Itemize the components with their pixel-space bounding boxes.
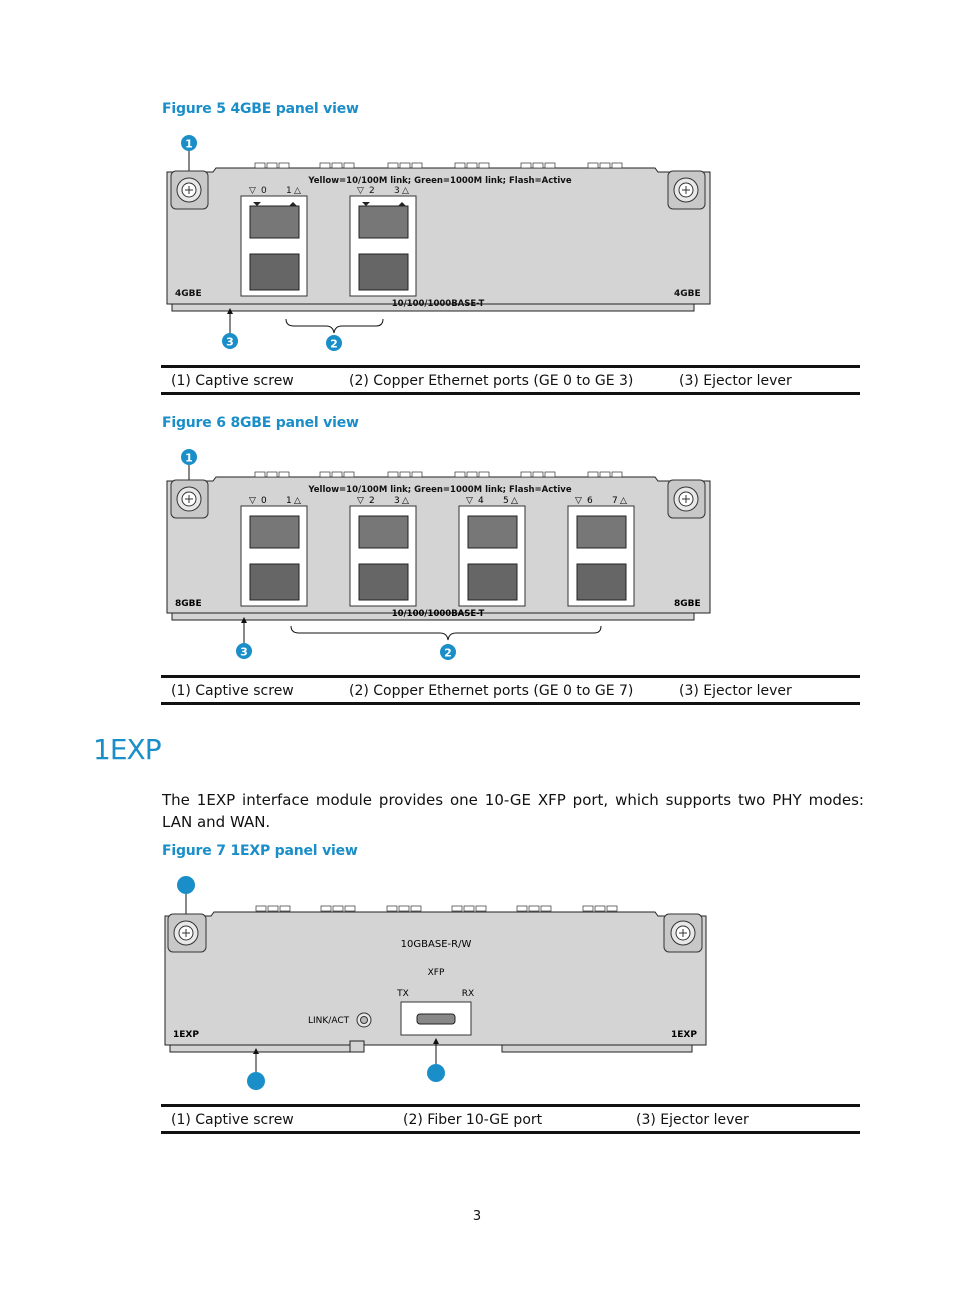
model-label-right: 4GBE (674, 289, 701, 299)
link-act-label: LINK/ACT (308, 1016, 350, 1026)
port-number: 1 (286, 496, 292, 506)
port-type-label: 10/100/1000BASE-T (392, 299, 485, 309)
svg-text:△: △ (402, 186, 409, 196)
svg-text:3: 3 (240, 646, 248, 659)
port-number: 6 (587, 496, 593, 506)
figure-6-title: Figure 6 8GBE panel view (162, 415, 359, 431)
captive-screw-right (663, 913, 703, 953)
svg-text:1: 1 (185, 138, 193, 151)
model-label-left: 1EXP (173, 1030, 199, 1040)
port-number: 4 (478, 496, 484, 506)
rj45-port-pair (349, 505, 417, 607)
legend-item: (2) Fiber 10-GE port (403, 1112, 543, 1128)
rj45-port-pair (240, 505, 308, 607)
page-number: 3 (472, 1209, 482, 1224)
captive-screw-right (667, 170, 706, 210)
figure-5-diagram: 1 Yellow=10/100M link; Green=1000M (166, 135, 711, 351)
port-number: 3 (394, 496, 400, 506)
led-legend: Yellow=10/100M link; Green=1000M link; F… (307, 176, 571, 186)
svg-text:2: 2 (330, 338, 338, 351)
legend-item: (1) Captive screw (171, 373, 294, 389)
led-legend: Yellow=10/100M link; Green=1000M link; F… (307, 485, 571, 495)
captive-screw-left (170, 170, 209, 210)
legend-item: (2) Copper Ethernet ports (GE 0 to GE 3) (349, 373, 634, 389)
callout-3: 3 (236, 617, 252, 659)
xfp-label: XFP (428, 968, 445, 978)
figure-6-legend: (1) Captive screw (2) Copper Ethernet po… (161, 675, 860, 705)
figure-5-legend: (1) Captive screw (2) Copper Ethernet po… (161, 365, 860, 395)
figure-7-title: Figure 7 1EXP panel view (162, 843, 358, 859)
model-label-left: 8GBE (175, 599, 202, 609)
model-label-left: 4GBE (175, 289, 202, 299)
rj45-port-pair (240, 195, 308, 297)
svg-text:△: △ (294, 186, 301, 196)
rj45-port-pair (458, 505, 526, 607)
port-number: 3 (394, 186, 400, 196)
module-panel: 10GBASE-R/W XFP TX RX LINK/ACT 1EXP 1EXP (164, 905, 707, 1053)
port-number: 2 (369, 496, 375, 506)
xfp-port (400, 1001, 472, 1036)
callout-3 (247, 1048, 265, 1090)
svg-text:1: 1 (185, 452, 193, 465)
figure-6-diagram: 1 Yellow=10/100M link; Green=1000M link;… (166, 449, 711, 660)
port-number: 7 (612, 496, 618, 506)
model-label-right: 8GBE (674, 599, 701, 609)
svg-text:▽: ▽ (249, 186, 256, 196)
legend-item: (1) Captive screw (171, 683, 294, 699)
legend-item: (1) Captive screw (171, 1112, 294, 1128)
svg-text:▽: ▽ (575, 496, 582, 506)
module-panel: Yellow=10/100M link; Green=1000M link; F… (166, 162, 711, 312)
section-paragraph: The 1EXP interface module provides one 1… (162, 791, 864, 831)
port-type-label: 10/100/1000BASE-T (392, 609, 485, 619)
captive-screw-left (170, 479, 209, 519)
callout-3: 3 (222, 308, 238, 349)
rj45-port-pair (567, 505, 635, 607)
svg-text:▽: ▽ (357, 496, 364, 506)
svg-text:3: 3 (226, 336, 234, 349)
rj45-port-pair (349, 195, 417, 297)
svg-text:△: △ (511, 496, 518, 506)
callout-1 (177, 876, 195, 920)
callout-2 (427, 1038, 445, 1082)
captive-screw-right (667, 479, 706, 519)
legend-item: (2) Copper Ethernet ports (GE 0 to GE 7) (349, 683, 634, 699)
svg-text:▽: ▽ (357, 186, 364, 196)
captive-screw-left (167, 913, 207, 953)
port-type-label: 10GBASE-R/W (401, 939, 472, 950)
svg-text:▽: ▽ (249, 496, 256, 506)
callout-2: 2 (440, 644, 456, 660)
legend-item: (3) Ejector lever (679, 373, 792, 389)
svg-text:△: △ (402, 496, 409, 506)
rx-label: RX (462, 989, 474, 999)
port-number: 5 (503, 496, 509, 506)
module-panel: Yellow=10/100M link; Green=1000M link; F… (166, 471, 711, 621)
svg-text:▽: ▽ (466, 496, 473, 506)
port-number: 0 (261, 186, 267, 196)
tx-label: TX (396, 989, 409, 999)
callout-2: 2 (326, 335, 342, 351)
figure-7-diagram: 10GBASE-R/W XFP TX RX LINK/ACT 1EXP 1EXP (164, 876, 707, 1090)
figure-7-legend: (1) Captive screw (2) Fiber 10-GE port (… (161, 1104, 860, 1134)
model-label-right: 1EXP (671, 1030, 697, 1040)
port-number: 0 (261, 496, 267, 506)
svg-text:△: △ (294, 496, 301, 506)
legend-item: (3) Ejector lever (679, 683, 792, 699)
legend-item: (3) Ejector lever (636, 1112, 749, 1128)
svg-text:2: 2 (444, 647, 452, 660)
section-heading: 1EXP (93, 733, 162, 766)
svg-text:△: △ (620, 496, 627, 506)
port-number: 2 (369, 186, 375, 196)
figure-5-title: Figure 5 4GBE panel view (162, 101, 359, 117)
link-act-led (356, 1012, 372, 1028)
port-number: 1 (286, 186, 292, 196)
